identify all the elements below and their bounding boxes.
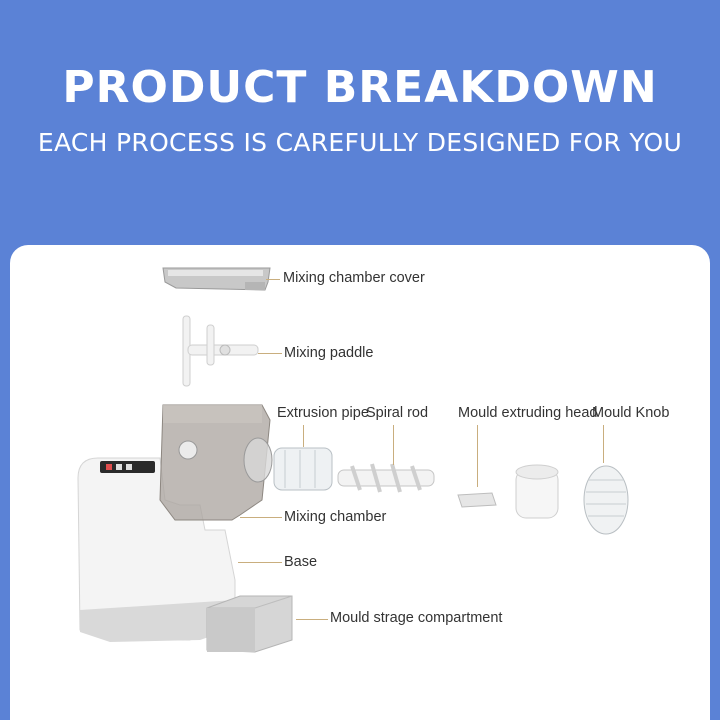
mixing-chamber-cover-image bbox=[162, 267, 271, 291]
label-base: Base bbox=[284, 554, 318, 570]
label-mould-knob: Mould Knob bbox=[592, 405, 670, 421]
leader-line-base bbox=[238, 562, 282, 563]
mixing-paddle-image bbox=[182, 315, 259, 387]
mould-knob-image bbox=[583, 465, 629, 535]
leader-line-mould-knob bbox=[603, 425, 604, 463]
label-mould-storage-compartment: Mould strage compartment bbox=[330, 610, 503, 626]
leader-line-mixing-chamber bbox=[240, 517, 282, 518]
label-extrusion-pipe: Extrusion pipe bbox=[277, 405, 369, 421]
leader-line-mould-storage bbox=[296, 619, 328, 620]
header-banner: PRODUCT BREAKDOWN EACH PROCESS IS CAREFU… bbox=[0, 0, 720, 245]
leader-line-cover bbox=[266, 279, 280, 280]
label-spiral-rod: Spiral rod bbox=[366, 405, 429, 421]
leader-line-spiral-rod bbox=[393, 425, 394, 465]
extrusion-pipe-image bbox=[273, 447, 333, 491]
label-mixing-paddle: Mixing paddle bbox=[284, 345, 374, 361]
page-title: PRODUCT BREAKDOWN bbox=[62, 62, 658, 113]
mixing-chamber-image bbox=[159, 404, 273, 521]
label-mixing-chamber: Mixing chamber bbox=[284, 509, 387, 525]
label-mixing-chamber-cover: Mixing chamber cover bbox=[283, 270, 425, 286]
label-mould-extruding-head: Mould extruding head bbox=[458, 405, 598, 421]
leader-line-extrusion-pipe bbox=[303, 425, 304, 447]
base-image bbox=[77, 457, 236, 642]
leader-line-paddle bbox=[258, 353, 282, 354]
page-subtitle: EACH PROCESS IS CAREFULLY DESIGNED FOR Y… bbox=[37, 128, 683, 157]
mould-extruding-head-image bbox=[457, 464, 559, 519]
spiral-rod-image bbox=[337, 463, 435, 493]
leader-line-mould-head bbox=[477, 425, 478, 487]
mould-storage-compartment-image bbox=[206, 595, 293, 653]
